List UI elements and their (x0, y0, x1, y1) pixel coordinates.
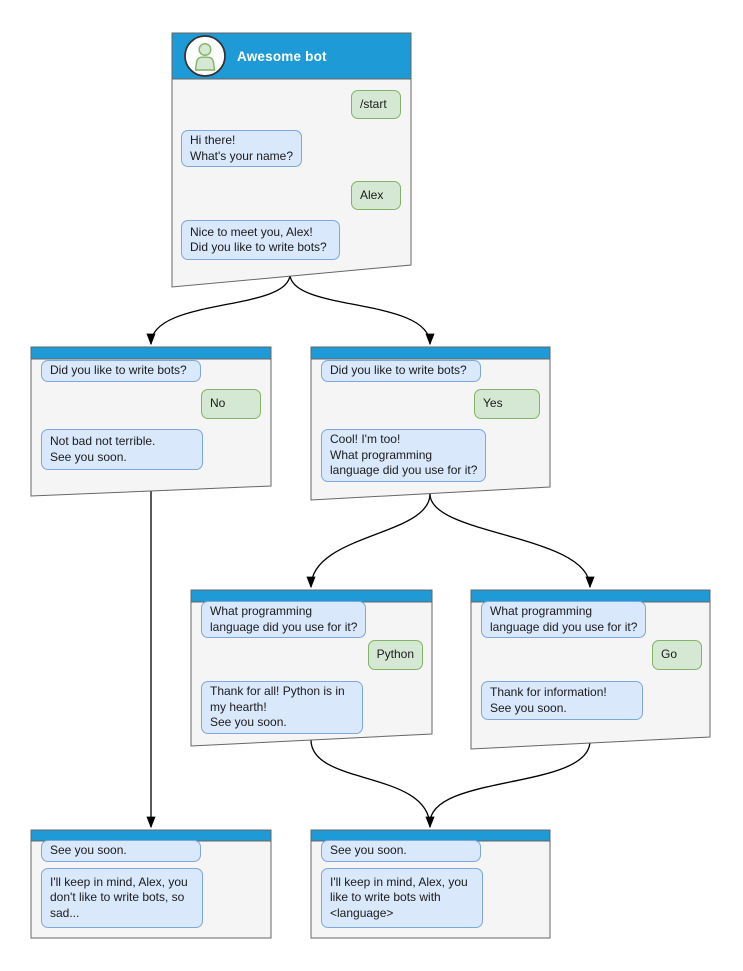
bot-message-bubble: Hi there! What's your name? (181, 130, 303, 167)
user-message-bubble: Python (367, 640, 423, 670)
connector-yes-to-go (429, 493, 595, 589)
bot-message-bubble: What programming language did you use fo… (481, 601, 647, 638)
bot-message-bubble: Not bad not terrible. See you soon. (41, 429, 203, 470)
bot-message-bubble: Did you like to write bots? (321, 360, 481, 382)
bot-message-bubble: Cool! I'm too! What programming language… (321, 429, 487, 482)
user-message-bubble: No (201, 389, 261, 419)
connector-root-to-yes (289, 273, 435, 346)
bot-message-bubble: Thank for all! Python is in my hearth! S… (201, 681, 363, 734)
connector-yes-to-python (306, 493, 431, 589)
bot-message-bubble: I'll keep in mind, Alex, you don't like … (41, 868, 203, 928)
chat-window-title: Awesome bot (237, 48, 327, 64)
bot-message-bubble: What programming language did you use fo… (201, 601, 367, 638)
user-icon (184, 35, 226, 77)
user-message-bubble: Go (652, 640, 702, 670)
user-message-bubble: Alex (351, 181, 401, 210)
bot-message-bubble: I'll keep in mind, Alex, you like to wri… (321, 868, 483, 928)
bot-message-bubble: See you soon. (41, 840, 201, 862)
bot-message-bubble: See you soon. (321, 840, 481, 862)
bot-message-bubble: Nice to meet you, Alex! Did you like to … (181, 220, 340, 260)
connector-root-to-no (146, 273, 291, 346)
connector-python-to-end-yes (310, 739, 435, 829)
bot-message-bubble: Thank for information! See you soon. (481, 681, 643, 720)
bot-message-bubble: Did you like to write bots? (41, 360, 201, 382)
connector-go-to-end-yes (429, 740, 591, 824)
user-message-bubble: /start (351, 90, 401, 119)
user-message-bubble: Yes (474, 389, 540, 419)
